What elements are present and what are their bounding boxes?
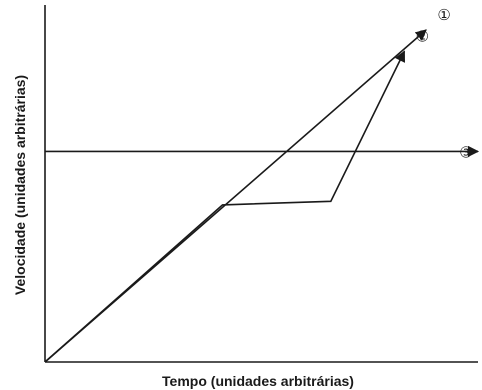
series-marker-3: ③ xyxy=(459,144,472,161)
series-layer: ①② ③ xyxy=(44,7,480,363)
series-marker-1: ① xyxy=(437,7,450,24)
y-axis-label: Velocidade (unidades arbitrárias) xyxy=(12,75,28,295)
series-line-2 xyxy=(44,50,406,363)
series-marker-2: ② xyxy=(416,28,429,45)
x-axis-label: Tempo (unidades arbitrárias) xyxy=(162,373,354,389)
